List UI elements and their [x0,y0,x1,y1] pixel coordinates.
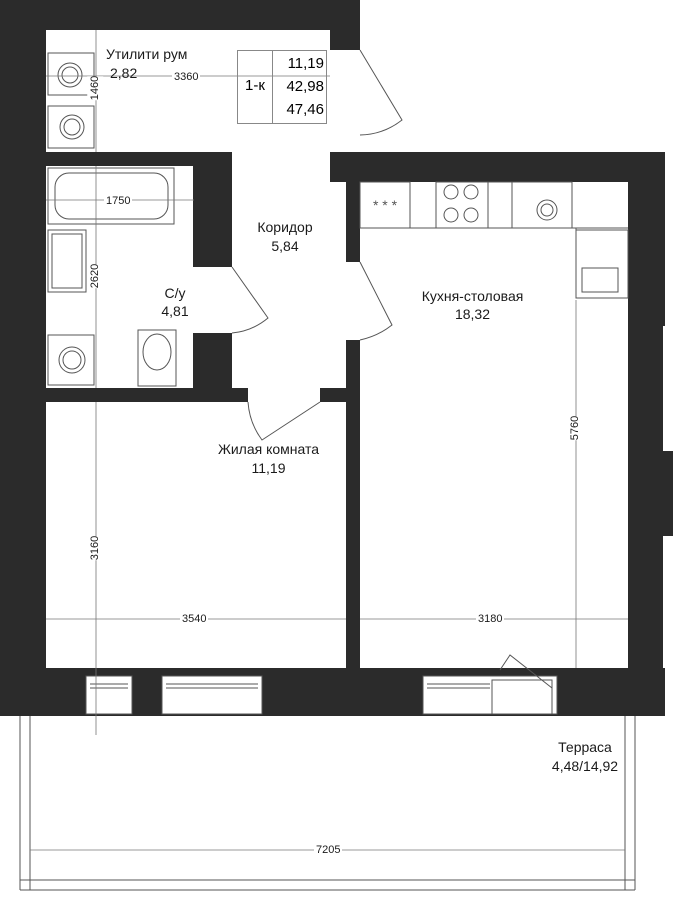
summary-total-with-terrace: 47,46 [286,101,324,118]
apartment-type: 1-к [245,77,265,94]
door-kitchen [359,261,393,341]
bathroom-area: 4,81 [161,303,189,319]
washer-top [47,52,95,96]
outer-wall-top [0,0,360,30]
window-small [85,675,133,715]
terrace-area: 4,48/14,92 [551,758,619,774]
walls [0,0,673,716]
bath-sink [47,229,87,293]
dim-utility-height: 1460 [87,75,104,101]
outer-wall-left [0,0,46,716]
terrace-name: Терраса [558,739,612,755]
dim-bath-width: 1750 [104,195,133,207]
area-summary: 1-к 11,19 42,98 47,46 [237,50,327,124]
utility-area: 2,82 [110,65,138,81]
outer-wall-right [628,152,665,326]
washer-bottom [47,105,95,149]
dim-kitchen-height: 5760 [567,415,584,441]
kitchen-counter-mid [487,181,513,229]
dim-kitchen-width: 3180 [476,613,505,625]
kitchen-name: Кухня-столовая [421,288,524,304]
dim-living-height: 3160 [87,535,104,561]
outer-wall-right-mid [628,326,663,451]
door-bathroom [231,266,269,334]
svg-text:* * *: * * * [373,197,398,213]
kitchen-area: 18,32 [454,306,491,322]
outer-wall-right-col [628,451,673,536]
corridor-kitchen-wall-top [330,152,360,182]
dishwasher [511,181,573,229]
bathroom-name: С/у [164,285,186,301]
bathtub [47,167,175,225]
window-living [161,675,263,715]
dim-terrace-width: 7205 [314,844,343,856]
utility-bath-wall [46,152,232,166]
corridor-area: 5,84 [271,238,299,254]
corridor-kitchen-wall-mid [346,182,360,262]
bath-living-wall [46,388,248,402]
summary-total-area: 42,98 [286,78,324,95]
living-area: 11,19 [251,460,286,476]
door-terrace [499,654,553,689]
dim-utility-width: 3360 [172,71,201,83]
bath-wall-right-top [193,152,232,267]
utility-name: Утилити рум [106,46,188,62]
bath-wall-right-low [193,333,232,388]
living-kitchen-wall [346,340,360,670]
doors [231,49,553,689]
kitchen-wall-top [330,152,665,182]
terrace [19,716,636,891]
window-utility [330,120,360,152]
living-name: Жилая комната [217,441,320,457]
outer-wall-top-right [330,0,360,50]
summary-living-area: 11,19 [287,55,324,72]
toilet [137,329,177,387]
dim-living-width: 3540 [180,613,209,625]
corridor-name: Коридор [257,219,313,235]
door-utility [359,49,403,136]
bath-washer [47,334,95,386]
hob [435,181,489,229]
dim-bath-height: 2620 [87,263,104,289]
fixtures: * * * [47,52,629,387]
windows [85,675,558,715]
kitchen-sink [575,229,629,299]
door-living [247,401,321,441]
summary-divider [272,51,273,123]
